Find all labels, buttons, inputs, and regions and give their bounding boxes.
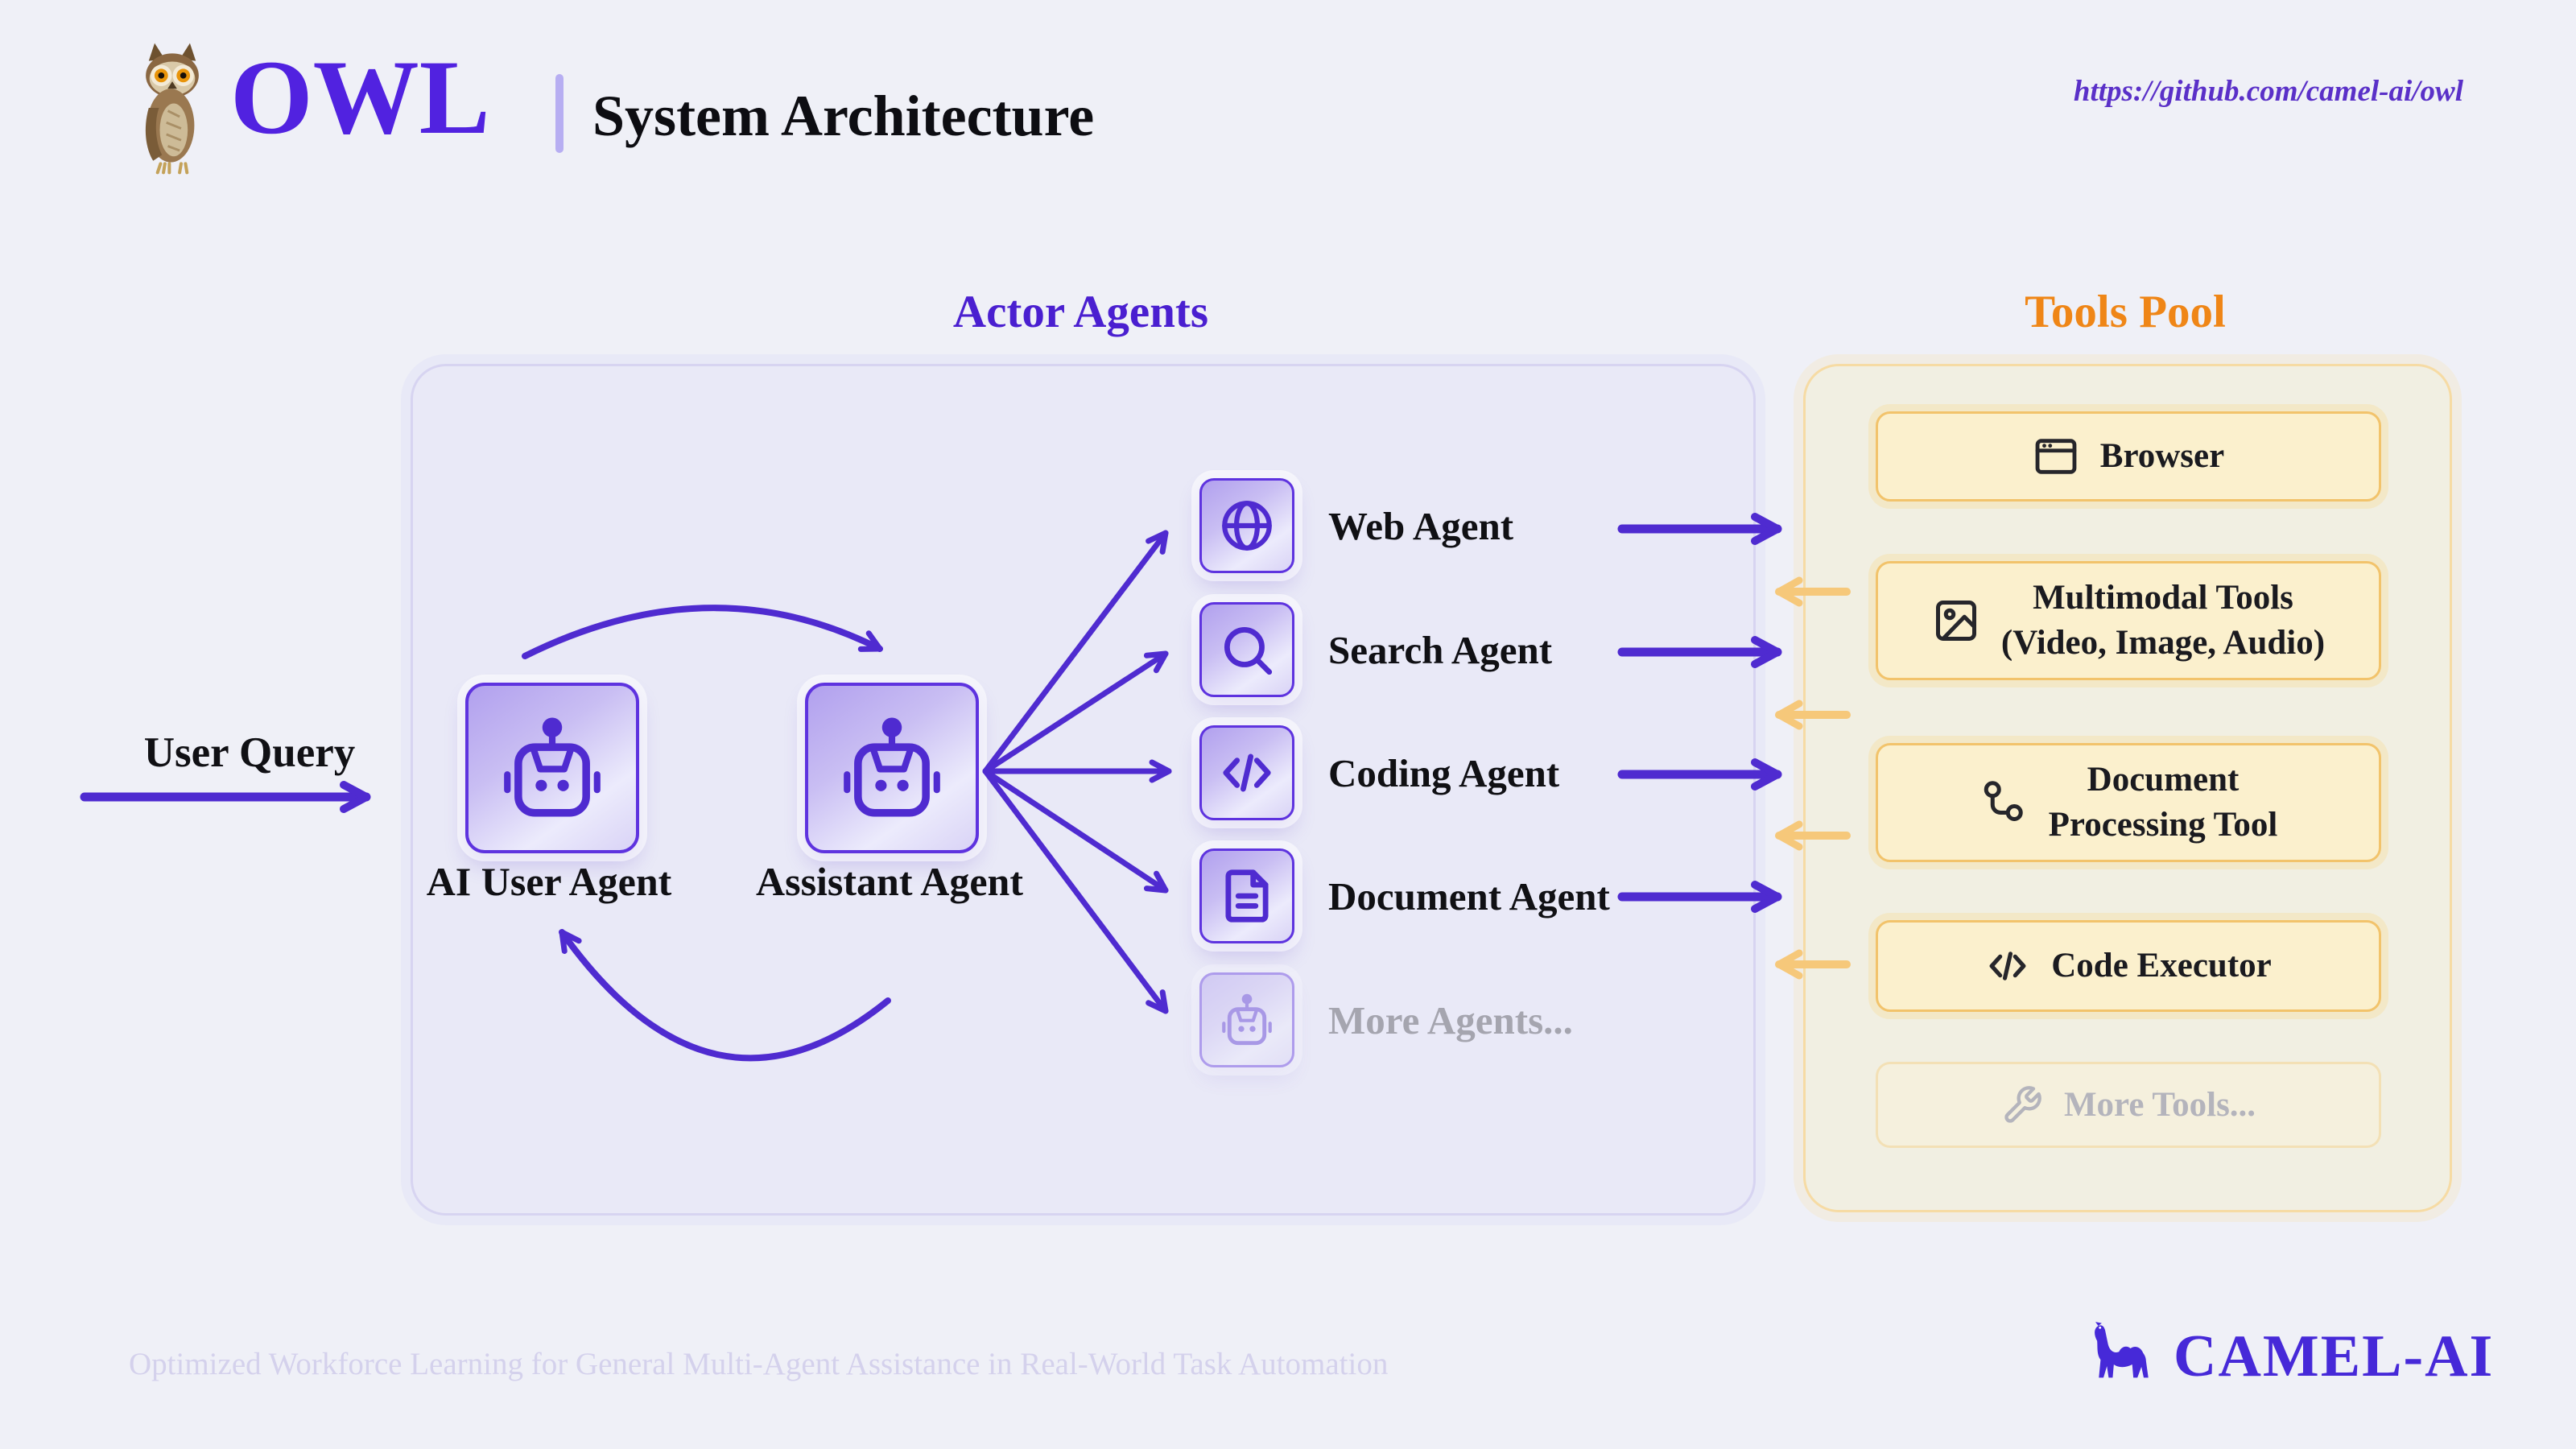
camel-logo [2083,1315,2164,1389]
owl-logo [126,40,219,175]
search-agent-card [1199,602,1294,697]
file-text-icon [1225,869,1269,923]
owl-icon [145,43,199,175]
tool-multimodal: Multimodal Tools (Video, Image, Audio) [1876,561,2381,680]
tool-doc-line1: Document [2087,761,2240,799]
web-agent-card [1199,478,1294,573]
agent-row-coding: Coding Agent [1199,725,1560,820]
tool-code-executor: Code Executor [1876,920,2381,1012]
footer-tagline: Optimized Workforce Learning for General… [129,1347,1389,1381]
agent-row-document: Document Agent [1199,848,1610,943]
tool-doc-processing-label: Document Processing Tool [2049,758,2278,848]
agent-row-web: Web Agent [1199,478,1514,573]
code-icon [1223,753,1271,792]
tool-code-executor-label: Code Executor [2051,947,2272,985]
robot-icon [504,717,601,817]
tool-more-label: More Tools... [2063,1085,2256,1124]
robot-icon [1222,993,1272,1046]
ai-user-agent-label: AI User Agent [426,859,672,904]
tools-pool-title: Tools Pool [2025,287,2226,337]
tool-multimodal-label: Multimodal Tools (Video, Image, Audio) [2001,576,2325,666]
actor-agents-title: Actor Agents [952,287,1209,337]
wrench-icon [2004,1085,2041,1123]
repo-link[interactable]: https://github.com/camel-ai/owl [2073,75,2463,108]
document-agent-card [1199,848,1294,943]
search-agent-label: Search Agent [1328,627,1553,672]
assistant-agent-label: Assistant Agent [756,859,1023,904]
header-divider [555,74,564,153]
camel-icon [2095,1322,2149,1378]
more-agents-card [1199,972,1294,1067]
search-icon [1224,626,1273,675]
tool-more: More Tools... [1876,1062,2381,1148]
brand-wordmark: CAMEL-AI [2174,1323,2495,1389]
logo-wordmark: OWL [230,38,490,156]
page-title: System Architecture [592,84,1095,148]
code-icon [1989,952,2026,980]
tool-browser: Browser [1876,411,2381,502]
browser-window-icon [2035,439,2077,474]
agent-row-more: More Agents... [1199,972,1573,1067]
tool-browser-label: Browser [2099,437,2225,476]
coding-agent-card [1199,725,1294,820]
coding-agent-label: Coding Agent [1328,750,1560,795]
workflow-icon [1984,781,2023,822]
agent-row-search: Search Agent [1199,602,1553,697]
tool-doc-processing: Document Processing Tool [1876,743,2381,862]
robot-icon [844,717,940,817]
web-agent-label: Web Agent [1328,503,1514,548]
tool-multimodal-line1: Multimodal Tools [2033,579,2293,617]
assistant-agent-card [805,683,979,853]
more-agents-label: More Agents... [1328,997,1573,1042]
document-agent-label: Document Agent [1328,873,1610,919]
image-icon [1935,601,1976,641]
globe-icon [1222,501,1272,551]
tool-multimodal-line2: (Video, Image, Audio) [2000,624,2326,662]
ai-user-agent-card [465,683,639,853]
user-query-label: User Query [143,729,356,776]
tool-doc-line2: Processing Tool [2048,806,2278,844]
